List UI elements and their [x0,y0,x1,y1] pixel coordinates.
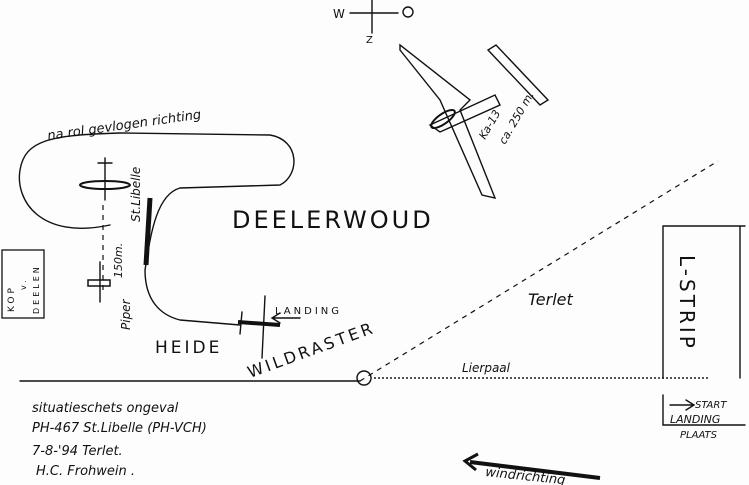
strip-box [662,225,746,379]
start-landing-label: LANDING [670,413,720,426]
ka13-glider-icon [399,43,550,199]
kop-box [1,249,45,319]
note-line-4: H.C. Frohwein . [36,464,135,479]
note-line-2: PH-467 St.Libelle (PH-VCH) [32,421,207,436]
flight-path [18,132,295,326]
fence-label: WILDRASTER [245,318,378,382]
start-plaats-label: PLAATS [680,430,718,441]
kop-v-label: v. [19,277,28,290]
pole-label: Lierpaal [462,361,511,375]
compass-south: Z [366,35,376,46]
landing-label: LANDING [275,306,342,317]
flight-path-label: na rol gevlogen richting [46,108,202,144]
wind-arrowhead-icon [462,452,479,472]
wind-arrow-icon [469,460,601,480]
piper-aircraft-icon [87,261,111,303]
start-label: START [695,400,727,411]
start-arrow-icon [669,399,696,411]
strip-label: L-STRIP [675,255,699,351]
landing-arrow-icon [270,312,301,324]
ka13-distance: ca. 250 m. [496,89,537,146]
note-line-1: situatieschets ongeval [32,401,179,416]
compass-icon [349,0,414,34]
compass-west: W [333,7,348,21]
start-area-box [662,394,746,426]
kop-deelen-label: DEELEN [32,264,41,314]
libelle-glider-icon [79,157,131,201]
tree-line [143,197,153,266]
landing-glider-icon [237,295,281,359]
forest-label: DEELERWOUD [232,206,434,234]
note-line-3: 7-8-'94 Terlet. [32,444,123,459]
terlet-label: Terlet [528,290,574,309]
heath-label: HEIDE [155,338,222,358]
piper-label: Piper [119,298,133,330]
diagonal-fence [359,160,719,382]
kop-label: KOP [7,285,17,312]
libelle-label: St.Libelle [129,167,143,222]
distance-label: 150m. [112,243,125,278]
